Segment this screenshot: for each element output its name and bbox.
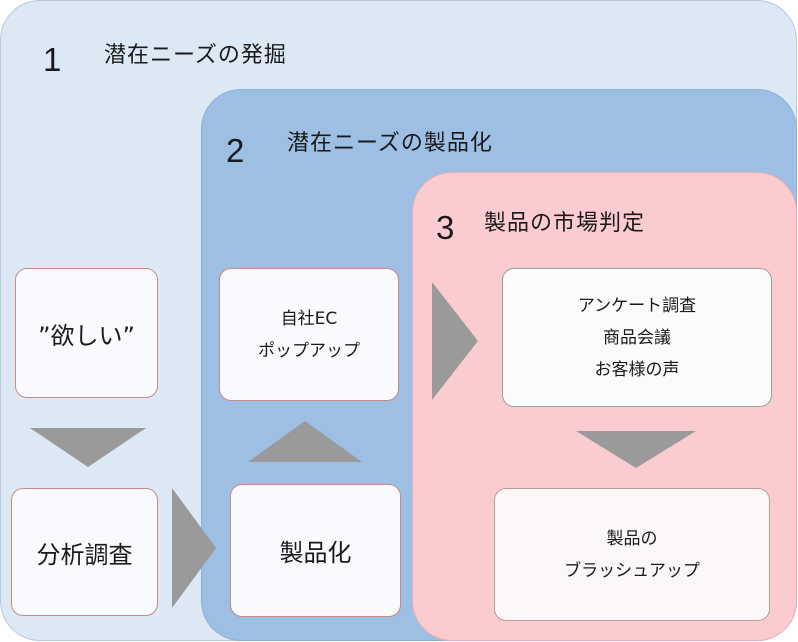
box-analysis-text: 分析調査 xyxy=(36,540,133,569)
panel-2-title: 潜在ニーズの製品化 xyxy=(287,131,493,156)
panel-2-number: 2 xyxy=(226,132,245,169)
box-want: ”欲しい” xyxy=(15,268,158,398)
arrow-up-productize-to-ec xyxy=(248,421,362,462)
box-brushup: 製品の ブラッシュアップ xyxy=(494,488,770,621)
arrow-down-want-to-analysis xyxy=(30,428,146,467)
box-productize-text: 製品化 xyxy=(279,539,352,567)
box-survey-line-2: 商品会議 xyxy=(603,327,671,348)
panel-1-number: 1 xyxy=(43,41,62,78)
box-survey-line-1: アンケート調査 xyxy=(577,295,697,316)
box-want-text: ”欲しい” xyxy=(38,321,135,350)
panel-3-number: 3 xyxy=(436,209,455,246)
box-productize: 製品化 xyxy=(230,484,401,617)
box-brushup-line-1: 製品の xyxy=(606,528,658,549)
panel-1-title: 潜在ニーズの発掘 xyxy=(104,43,287,68)
arrow-right-analysis-to-productize xyxy=(172,488,216,608)
arrow-right-ec-to-survey xyxy=(432,282,478,400)
box-ec-popup-line-1: 自社EC xyxy=(280,308,338,329)
panel-3-title: 製品の市場判定 xyxy=(484,211,646,236)
box-analysis: 分析調査 xyxy=(11,488,158,616)
box-survey-line-3: お客様の声 xyxy=(594,359,680,380)
box-survey: アンケート調査 商品会議 お客様の声 xyxy=(502,268,772,407)
arrow-down-survey-to-brushup xyxy=(576,431,696,468)
box-brushup-line-2: ブラッシュアップ xyxy=(564,560,700,581)
box-ec-popup: 自社EC ポップアップ xyxy=(219,268,399,401)
box-ec-popup-line-2: ポップアップ xyxy=(258,340,360,361)
